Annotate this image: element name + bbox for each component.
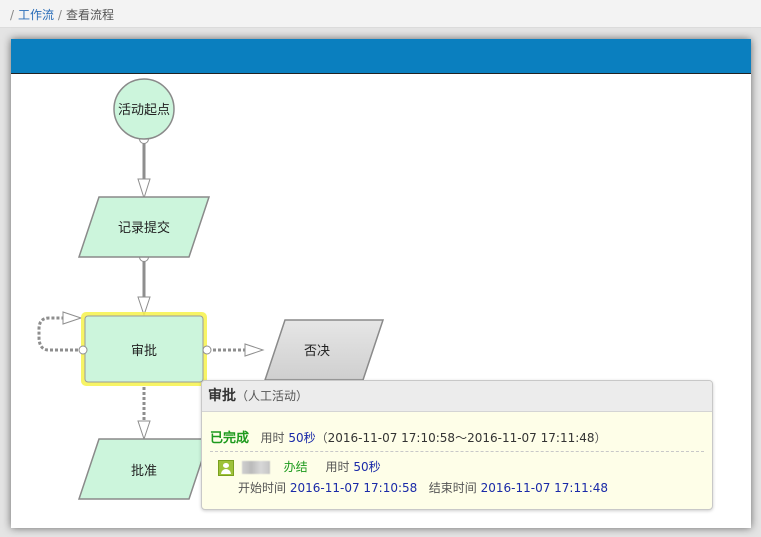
breadcrumb-current: 查看流程 xyxy=(65,8,114,22)
range-start: 2016-11-07 17:10:58 xyxy=(327,431,456,445)
range-separator: ～ xyxy=(455,431,468,445)
connector-approve-reject xyxy=(208,343,265,357)
duration-value: 50秒 xyxy=(288,431,316,445)
tooltip-divider xyxy=(210,451,704,452)
user-action: 办结 xyxy=(283,460,308,474)
node-approved-label: 批准 xyxy=(131,464,157,479)
user-duration-label: 用时 xyxy=(325,460,350,474)
node-start[interactable]: 活动起点 xyxy=(113,78,175,140)
tooltip-header: 审批（人工活动） xyxy=(202,381,712,412)
breadcrumb-workflow-link[interactable]: 工作流 xyxy=(18,8,55,22)
breadcrumb: /工作流 /查看流程 xyxy=(0,0,761,28)
breadcrumb-separator: / xyxy=(57,8,62,22)
node-submit[interactable]: 记录提交 xyxy=(77,196,211,258)
user-icon xyxy=(218,459,234,476)
node-reject-label: 否决 xyxy=(304,344,330,359)
dialog-header xyxy=(11,39,751,73)
tooltip-summary-row: 已完成 用时 50秒（2016-11-07 17:10:58～2016-11-0… xyxy=(210,427,607,446)
tooltip-title: 审批 xyxy=(208,388,236,404)
connector-submit-approve xyxy=(137,252,151,317)
user-name-blurred xyxy=(241,461,270,474)
duration-label: 用时 xyxy=(260,431,285,445)
end-time-value: 2016-11-07 17:11:48 xyxy=(480,481,609,495)
range-close: ） xyxy=(594,431,607,445)
status-badge: 已完成 xyxy=(210,431,250,446)
activity-tooltip: 审批（人工活动） 已完成 用时 50秒（2016-11-07 17:10:58～… xyxy=(201,380,713,510)
node-reject[interactable]: 否决 xyxy=(263,319,385,381)
start-time-label: 开始时间 xyxy=(238,481,287,495)
end-time-label: 结束时间 xyxy=(428,481,477,495)
node-approve-step[interactable]: 审批 xyxy=(78,312,212,386)
range-open: （ xyxy=(315,431,328,445)
user-duration-value: 50秒 xyxy=(353,460,381,474)
start-time-value: 2016-11-07 17:10:58 xyxy=(289,481,418,495)
connector-start-submit xyxy=(137,134,151,200)
connector-approve-approved xyxy=(137,387,151,441)
node-approved[interactable]: 批准 xyxy=(77,438,211,500)
node-approve-step-label: 审批 xyxy=(131,344,157,359)
breadcrumb-separator: / xyxy=(10,8,15,22)
node-start-label: 活动起点 xyxy=(118,103,170,118)
range-end: 2016-11-07 17:11:48 xyxy=(467,431,595,445)
dialog-header-border xyxy=(11,73,751,74)
flow-canvas: 活动起点 记录提交 审批 否决 批准 xyxy=(37,78,385,500)
tooltip-time-row: 开始时间 2016-11-07 17:10:58 结束时间 2016-11-07… xyxy=(238,479,608,496)
tooltip-user-row: 办结 用时 50秒 xyxy=(218,458,381,476)
node-submit-label: 记录提交 xyxy=(118,220,170,236)
connector-self-loop xyxy=(37,311,83,352)
tooltip-activity-type: （人工活动） xyxy=(236,389,309,403)
